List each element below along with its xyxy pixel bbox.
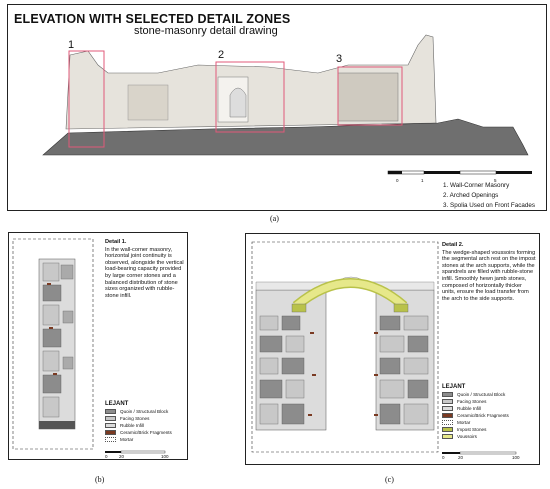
panel-a-elevation: ELEVATION WITH SELECTED DETAIL ZONES sto…: [7, 4, 547, 211]
detail-1-text: In the wall-corner masonry, horizontal j…: [105, 246, 184, 299]
legend-c-ceramic: Ceramic/Brick Fragments: [442, 413, 509, 418]
caption-b: (b): [95, 475, 105, 484]
panel-b-detail-1: Detail 1. In the wall-corner masonry, ho…: [8, 232, 188, 460]
detail-2-text: The wedge-shaped voussoirs forming the s…: [442, 249, 536, 302]
elevation-drawing: [42, 34, 532, 175]
zone-1-label: 1: [68, 39, 75, 51]
detail-1-description: Detail 1. In the wall-corner masonry, ho…: [105, 239, 185, 299]
legend-b-title: LEJANT: [105, 401, 129, 407]
scale-c-20: 20: [458, 455, 464, 460]
detail-1-drawing: [12, 238, 166, 454]
detail-2-drawing: [251, 241, 517, 455]
legend-c-facing: Facing Stones: [442, 399, 486, 404]
legend-b-mortar: Mortar: [105, 437, 133, 442]
legend-c-voussoir: Voussoirs: [442, 434, 477, 439]
detail-2-description: Detail 2. The wedge-shaped voussoirs for…: [442, 242, 536, 302]
scale-a-1: 1: [421, 178, 424, 183]
zone-3-label: 3: [336, 53, 343, 65]
scale-a-0: 0: [396, 178, 399, 183]
scale-c-0: 0: [442, 455, 445, 460]
scale-b-20: 20: [119, 454, 125, 459]
legend-a-item-2: 2. Arched Openings: [443, 192, 499, 199]
legend-b-ceramic: Ceramic/Brick Fragments: [105, 430, 172, 435]
legend-a-item-1: 1. Wall-Corner Masonry: [443, 182, 510, 189]
elevation-subtitle: stone-masonry detail drawing: [134, 25, 278, 37]
legend-c-impost: Impost Stones: [442, 427, 486, 432]
zone-1-box: [68, 50, 105, 148]
scale-b-0: 0: [105, 454, 108, 459]
legend-c-quoin: Quoin / Structural Block: [442, 392, 505, 397]
legend-b-quoin: Quoin / Structural Block: [105, 409, 168, 414]
legend-b-facing: Facing Stones: [105, 416, 149, 421]
caption-a: (a): [270, 214, 279, 223]
elevation-legend: 1. Wall-Corner Masonry 2. Arched Opening…: [443, 181, 535, 211]
zone-3-box: [337, 66, 403, 126]
zone-2-label: 2: [218, 49, 225, 61]
detail-2-heading: Detail 2.: [442, 242, 464, 248]
scale-c-100: 100: [512, 455, 520, 460]
legend-c-rubble: Rubble Infill: [442, 406, 481, 411]
zone-2-box: [215, 61, 285, 133]
legend-a-item-3: 3. Spolia Used on Front Facades: [443, 202, 536, 209]
scale-a-5: 5: [494, 178, 497, 183]
legend-b-rubble: Rubble Infill: [105, 423, 144, 428]
elevation-title: ELEVATION WITH SELECTED DETAIL ZONES: [14, 12, 291, 26]
legend-c-mortar: Mortar: [442, 420, 470, 425]
legend-c-title: LEJANT: [442, 384, 466, 390]
scale-b-100: 100: [161, 454, 169, 459]
panel-c-detail-2: Detail 2. The wedge-shaped voussoirs for…: [245, 233, 540, 465]
caption-c: (c): [385, 475, 394, 484]
detail-1-heading: Detail 1.: [105, 239, 127, 245]
